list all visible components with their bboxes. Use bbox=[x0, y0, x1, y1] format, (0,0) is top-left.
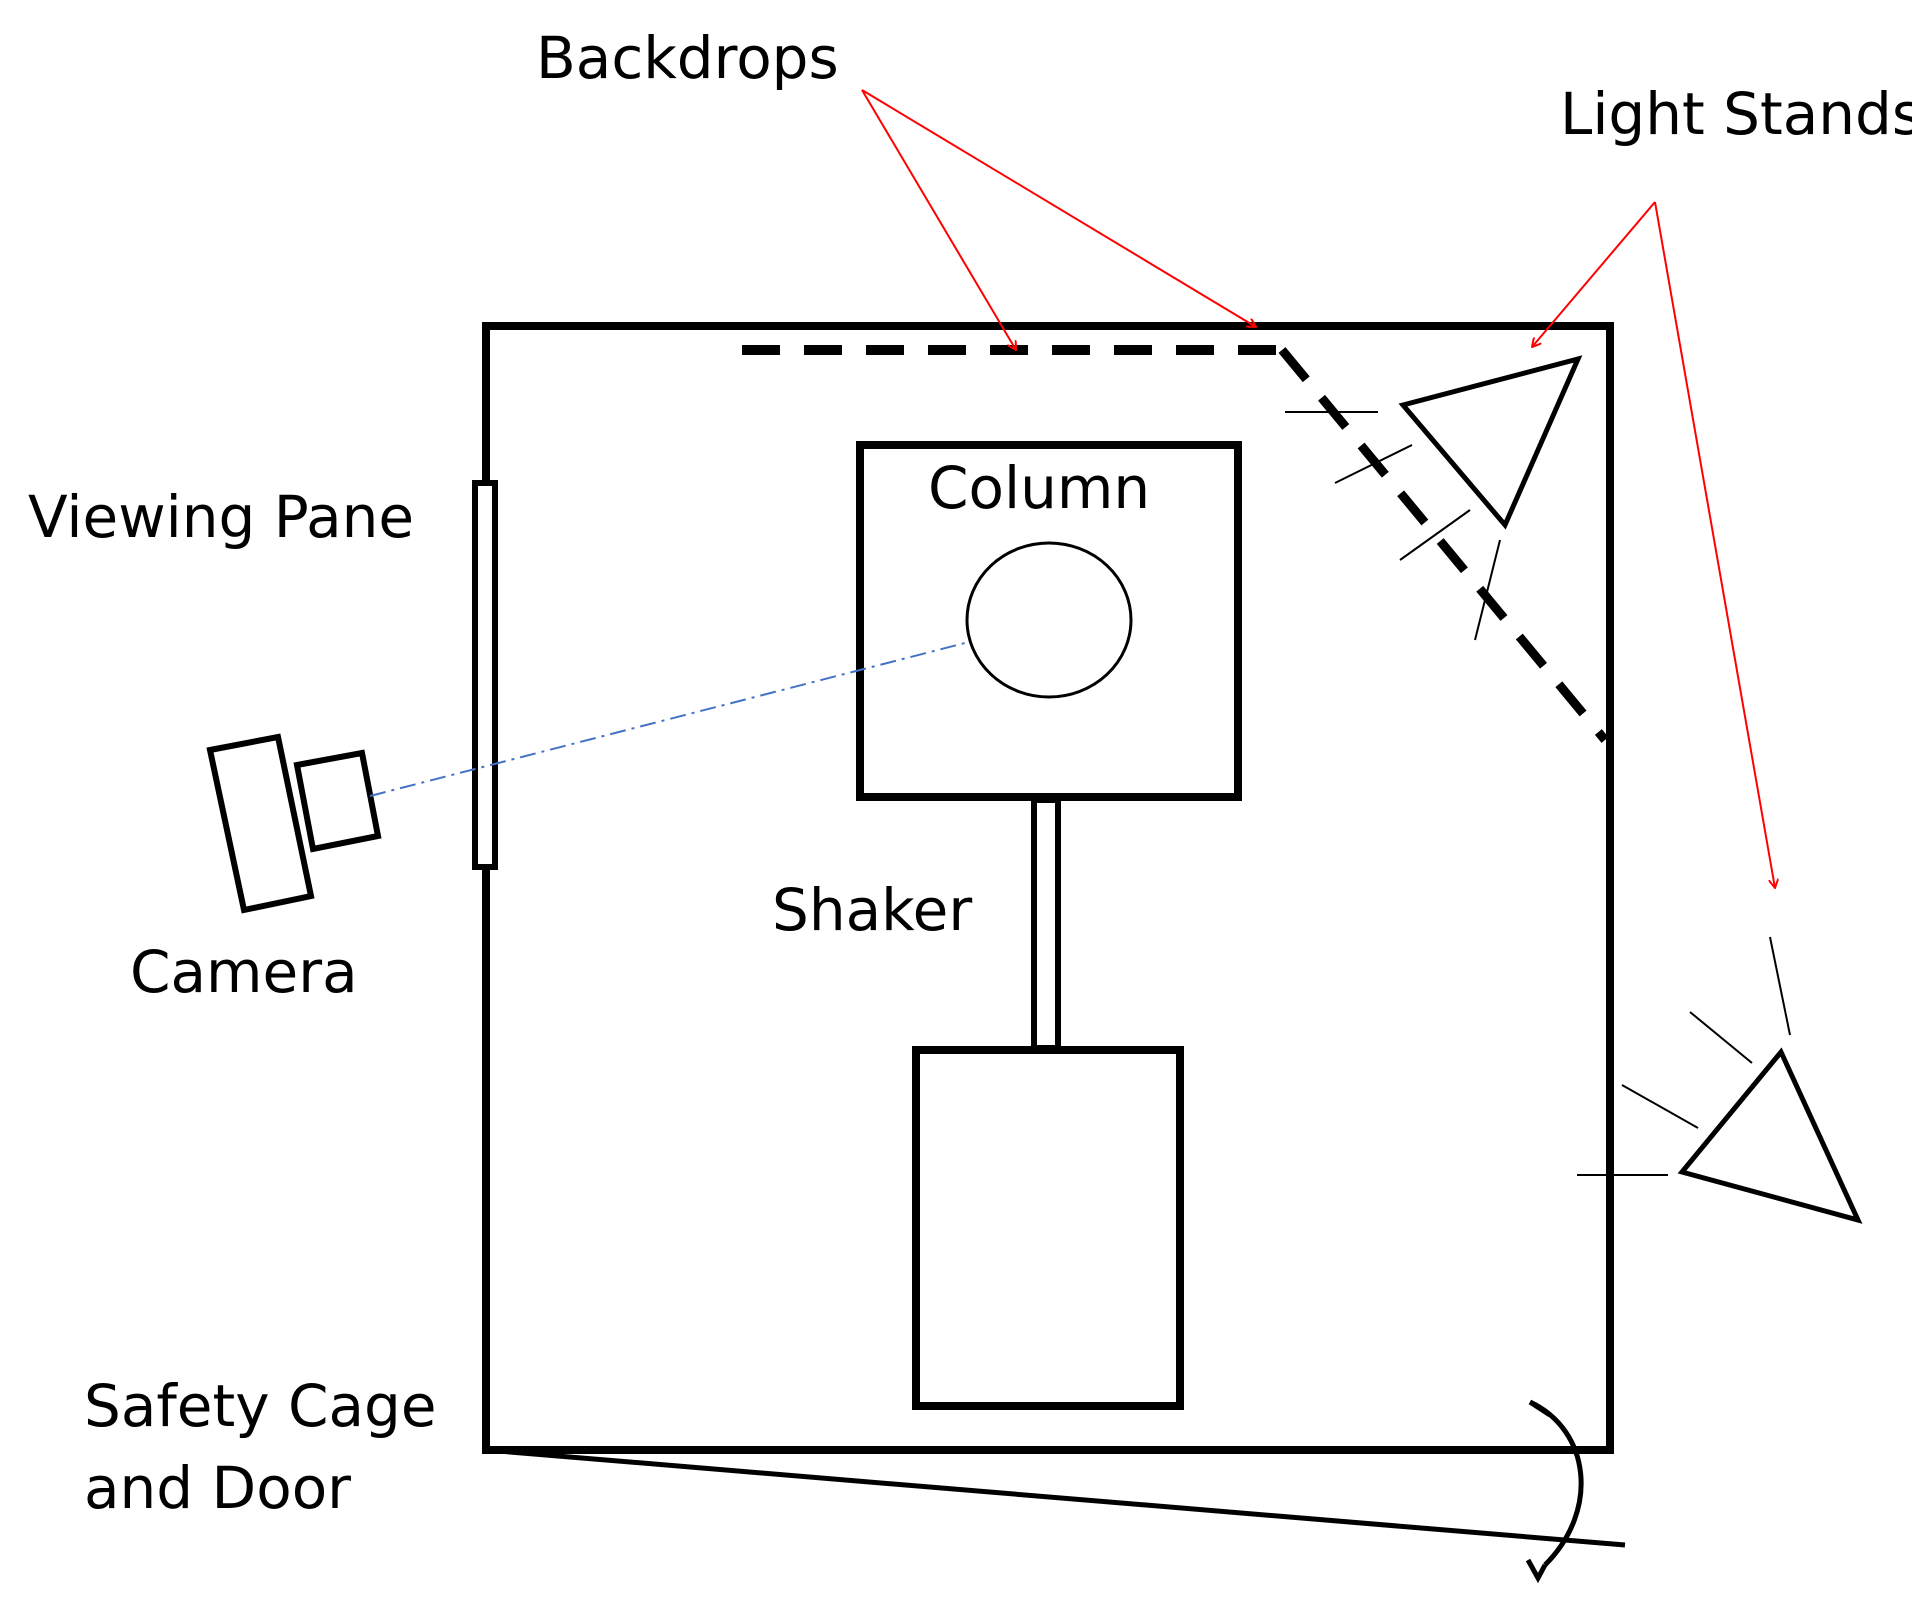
backdrops-callout-arrows bbox=[861, 89, 1256, 350]
label-shaker: Shaker bbox=[772, 876, 972, 944]
shaker-body bbox=[912, 1046, 1184, 1410]
column-circle bbox=[965, 541, 1133, 699]
door-swing-arrow-icon bbox=[1525, 1399, 1584, 1584]
light-stands-callout-arrows bbox=[1532, 201, 1775, 888]
viewing-pane bbox=[472, 480, 498, 870]
label-safety-cage-line1: Safety Cage bbox=[84, 1372, 437, 1440]
label-backdrops: Backdrops bbox=[536, 24, 839, 92]
shaker-rod bbox=[1031, 797, 1061, 1051]
light-stand-2 bbox=[1577, 936, 1863, 1224]
light-stand-1-triangle-icon bbox=[1398, 355, 1583, 530]
light-stand-1 bbox=[1285, 355, 1583, 641]
safety-cage-outline bbox=[482, 322, 1614, 1454]
label-column: Column bbox=[928, 454, 1150, 522]
backdrop-diagonal bbox=[1278, 347, 1609, 743]
label-safety-cage-line2: and Door bbox=[84, 1454, 351, 1522]
cage-door bbox=[485, 1447, 1626, 1548]
light-stand-2-triangle-icon bbox=[1677, 1047, 1863, 1224]
camera-sight-line bbox=[369, 642, 966, 797]
safety-cage bbox=[482, 322, 1614, 1454]
label-camera: Camera bbox=[130, 938, 358, 1006]
label-light-stands: Light Stands bbox=[1560, 80, 1912, 148]
camera-icon bbox=[206, 733, 382, 914]
label-viewing-pane: Viewing Pane bbox=[28, 483, 414, 551]
